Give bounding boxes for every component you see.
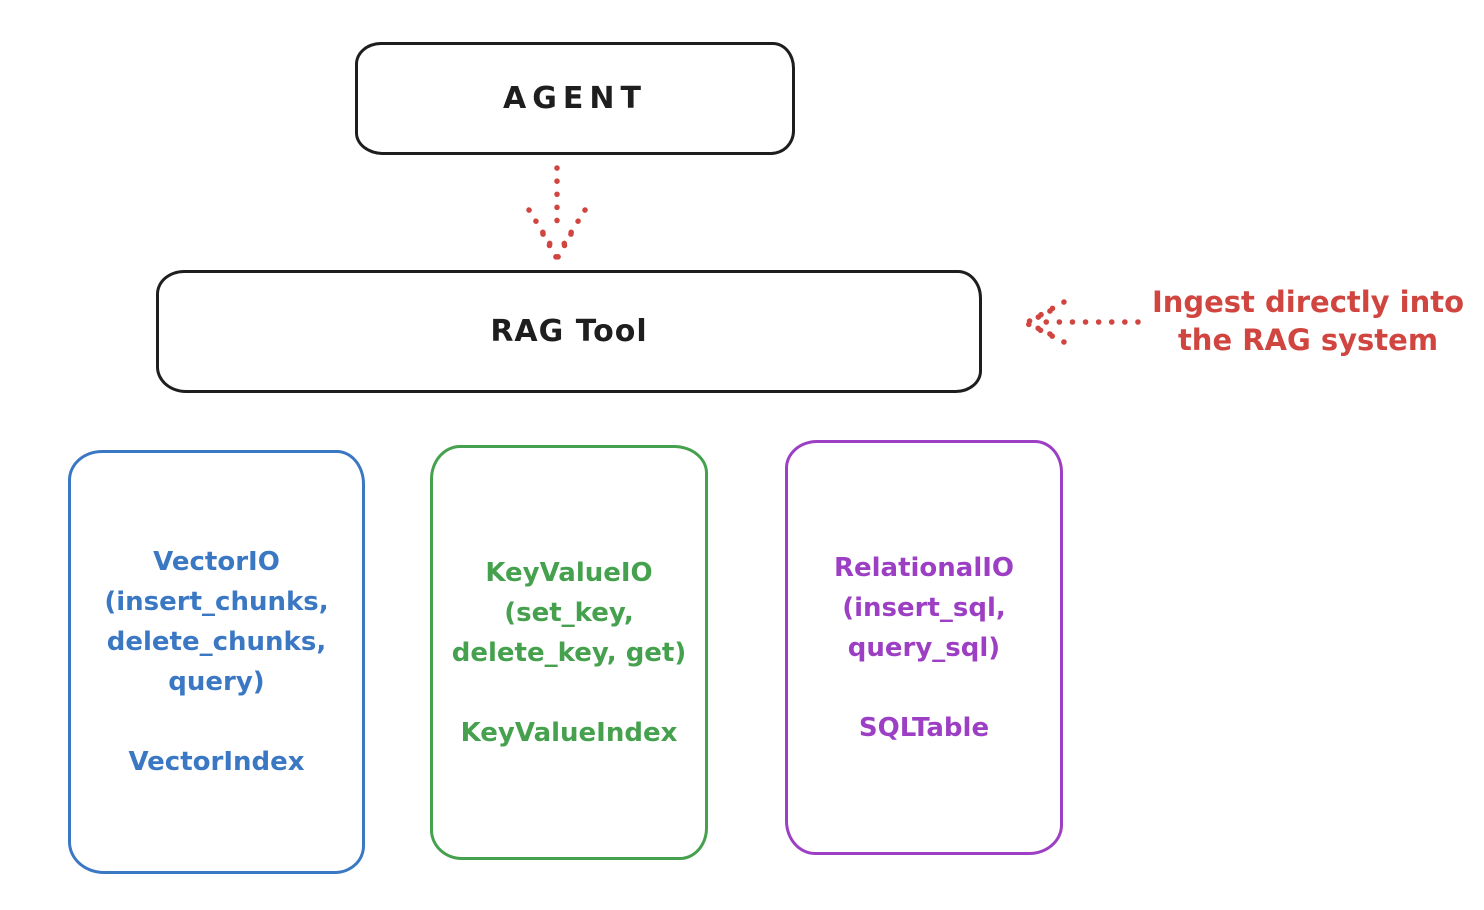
vector-io-methods: VectorIO (insert_chunks, delete_chunks, … xyxy=(104,547,329,697)
ingest-annotation-line2: the RAG system xyxy=(1177,323,1439,357)
agent-label: AGENT xyxy=(503,81,647,116)
keyvalue-io-box: KeyValueIO (set_key, delete_key, get) Ke… xyxy=(430,445,708,860)
vector-io-box: VectorIO (insert_chunks, delete_chunks, … xyxy=(68,450,365,874)
agent-node: AGENT xyxy=(355,42,795,155)
relational-io-methods: RelationalIO (insert_sql, query_sql) xyxy=(833,552,1015,663)
relational-io-box: RelationalIO (insert_sql, query_sql) SQL… xyxy=(785,440,1063,855)
keyvalue-io-methods: KeyValueIO (set_key, delete_key, get) xyxy=(451,557,687,668)
keyvalue-index-label: KeyValueIndex xyxy=(460,717,678,748)
agent-to-ragtool-arrow xyxy=(526,165,588,260)
ingest-arrow xyxy=(1023,299,1141,345)
vector-index-label: VectorIndex xyxy=(128,747,305,777)
ingest-annotation: Ingest directly into the RAG system xyxy=(1140,283,1476,359)
rag-tool-label: RAG Tool xyxy=(490,314,648,349)
sql-table-label: SQLTable xyxy=(858,712,990,743)
ingest-annotation-line1: Ingest directly into xyxy=(1151,285,1465,319)
rag-tool-node: RAG Tool xyxy=(156,270,982,393)
